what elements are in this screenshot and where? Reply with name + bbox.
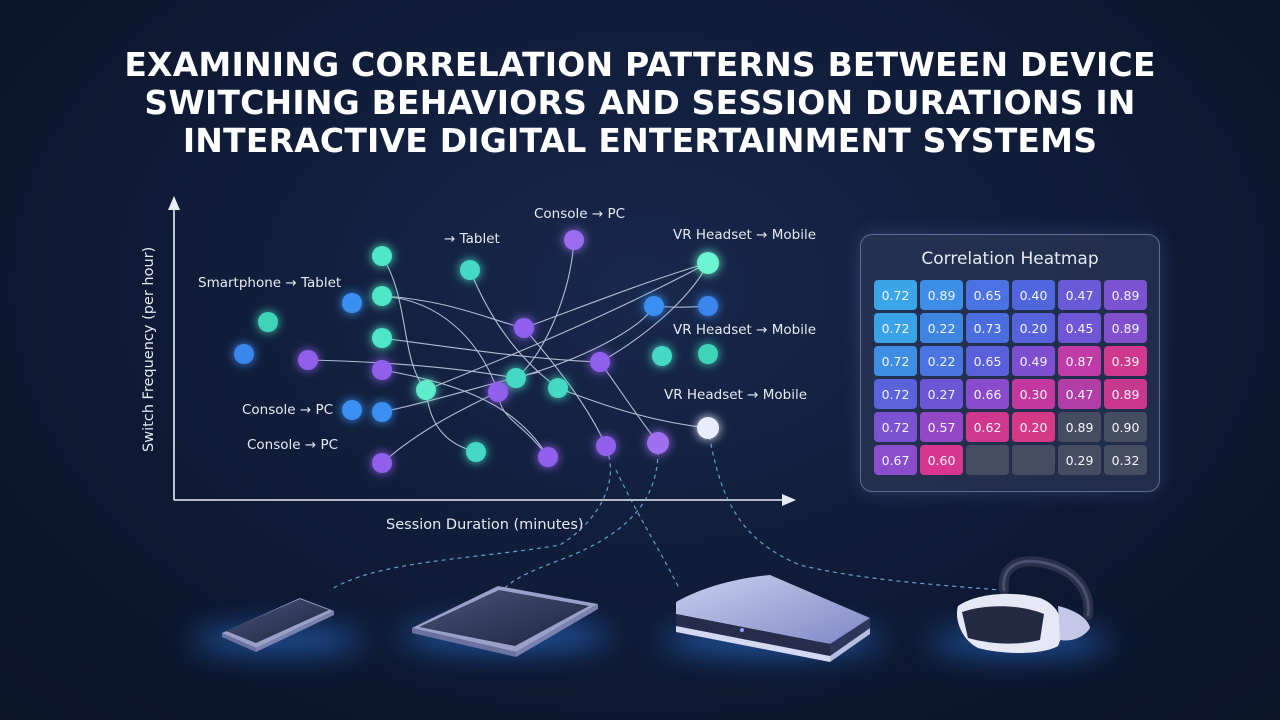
node (590, 352, 610, 372)
heatmap-cell: 0.20 (1012, 412, 1055, 442)
device-connectors (329, 427, 1001, 606)
heatmap-cell: 0.65 (966, 280, 1009, 310)
node (372, 453, 392, 473)
heatmap-cell: 0.40 (1012, 280, 1055, 310)
node (644, 296, 664, 316)
node (652, 346, 672, 366)
title-line-3: INTERACTIVE DIGITAL ENTERTAINMENT SYSTEM… (182, 121, 1098, 160)
node (234, 344, 254, 364)
x-axis (174, 494, 796, 506)
heatmap-cell: 0.72 (874, 346, 917, 376)
scatter-nodes (234, 230, 719, 473)
page-title: EXAMINING CORRELATION PATTERNS BETWEEN D… (0, 46, 1280, 160)
heatmap-cell: 0.72 (874, 280, 917, 310)
heatmap-cell: 0.22 (920, 346, 963, 376)
heatmap-cell: 0.45 (1058, 313, 1101, 343)
heatmap-cell: 0.89 (1104, 280, 1147, 310)
heatmap-cell: 0.20 (1012, 313, 1055, 343)
heatmap-cell (1012, 445, 1055, 475)
heatmap-cell: 0.87 (1058, 346, 1101, 376)
node (342, 400, 362, 420)
annotation: VR Headset → Mobile (664, 387, 807, 403)
vr-headset-icon (956, 556, 1094, 653)
heatmap-cell: 0.47 (1058, 379, 1101, 409)
heatmap-cell: 0.90 (1104, 412, 1147, 442)
node (506, 368, 526, 388)
heatmap-cell: 0.22 (920, 313, 963, 343)
console-icon (676, 575, 870, 662)
node (698, 296, 718, 316)
y-axis-label: Switch Frequency (per hour) (141, 247, 157, 452)
heatmap-cell: 0.60 (920, 445, 963, 475)
heatmap-cell: 0.72 (874, 412, 917, 442)
node (372, 328, 392, 348)
smartphone-icon (222, 598, 334, 652)
heatmap-title: Correlation Heatmap (921, 249, 1099, 269)
heatmap-cell: 0.29 (1058, 445, 1101, 475)
annotation: Console → PC (534, 206, 625, 222)
node (697, 417, 719, 439)
node (697, 252, 719, 274)
heatmap-cell: 0.89 (1058, 412, 1101, 442)
heatmap-cell: 0.49 (1012, 346, 1055, 376)
heatmap-cell: 0.47 (1058, 280, 1101, 310)
annotation: VR Headset → Mobile (673, 322, 816, 338)
annotation: → Tablet (444, 231, 500, 247)
node (548, 378, 568, 398)
node (488, 382, 508, 402)
node (372, 360, 392, 380)
heatmap-cell: 0.39 (1104, 346, 1147, 376)
annotation: Console → PC (242, 402, 333, 418)
heatmap-cell: 0.62 (966, 412, 1009, 442)
tablet-icon (412, 586, 598, 657)
node (596, 436, 616, 456)
annotations: → Tablet Console → PC VR Headset → Mobil… (198, 206, 816, 453)
heatmap-cell: 0.57 (920, 412, 963, 442)
heatmap-cell (966, 445, 1009, 475)
node (258, 312, 278, 332)
title-line-1: EXAMINING CORRELATION PATTERNS BETWEEN D… (124, 45, 1156, 84)
node (372, 402, 392, 422)
connection-lines (307, 239, 709, 464)
annotation: Smartphone → Tablet (198, 275, 341, 291)
heatmap-cell: 0.65 (966, 346, 1009, 376)
node (538, 447, 558, 467)
x-axis-label: Session Duration (minutes) (386, 517, 584, 533)
node (698, 344, 718, 364)
node (372, 286, 392, 306)
node (460, 260, 480, 280)
heatmap-cell: 0.67 (874, 445, 917, 475)
heatmap-cell: 0.89 (1104, 379, 1147, 409)
heatmap-cell: 0.32 (1104, 445, 1147, 475)
title-line-2: SWITCHING BEHAVIORS AND SESSION DURATION… (144, 83, 1136, 122)
annotation: VR Headset → Mobile (673, 227, 816, 243)
heatmap-cell: 0.89 (1104, 313, 1147, 343)
heatmap-cell: 0.66 (966, 379, 1009, 409)
heatmap-cell: 0.73 (966, 313, 1009, 343)
node (647, 432, 669, 454)
node (416, 380, 436, 400)
node (342, 293, 362, 313)
y-axis (168, 196, 180, 500)
heatmap-cell: 0.72 (874, 379, 917, 409)
heatmap-cell: 0.30 (1012, 379, 1055, 409)
node (514, 318, 534, 338)
node (466, 442, 486, 462)
node (372, 246, 392, 266)
node (564, 230, 584, 250)
heatmap-cell: 0.89 (920, 280, 963, 310)
heatmap-cell: 0.72 (874, 313, 917, 343)
node (298, 350, 318, 370)
annotation: Console → PC (247, 437, 338, 453)
heatmap-cell: 0.27 (920, 379, 963, 409)
